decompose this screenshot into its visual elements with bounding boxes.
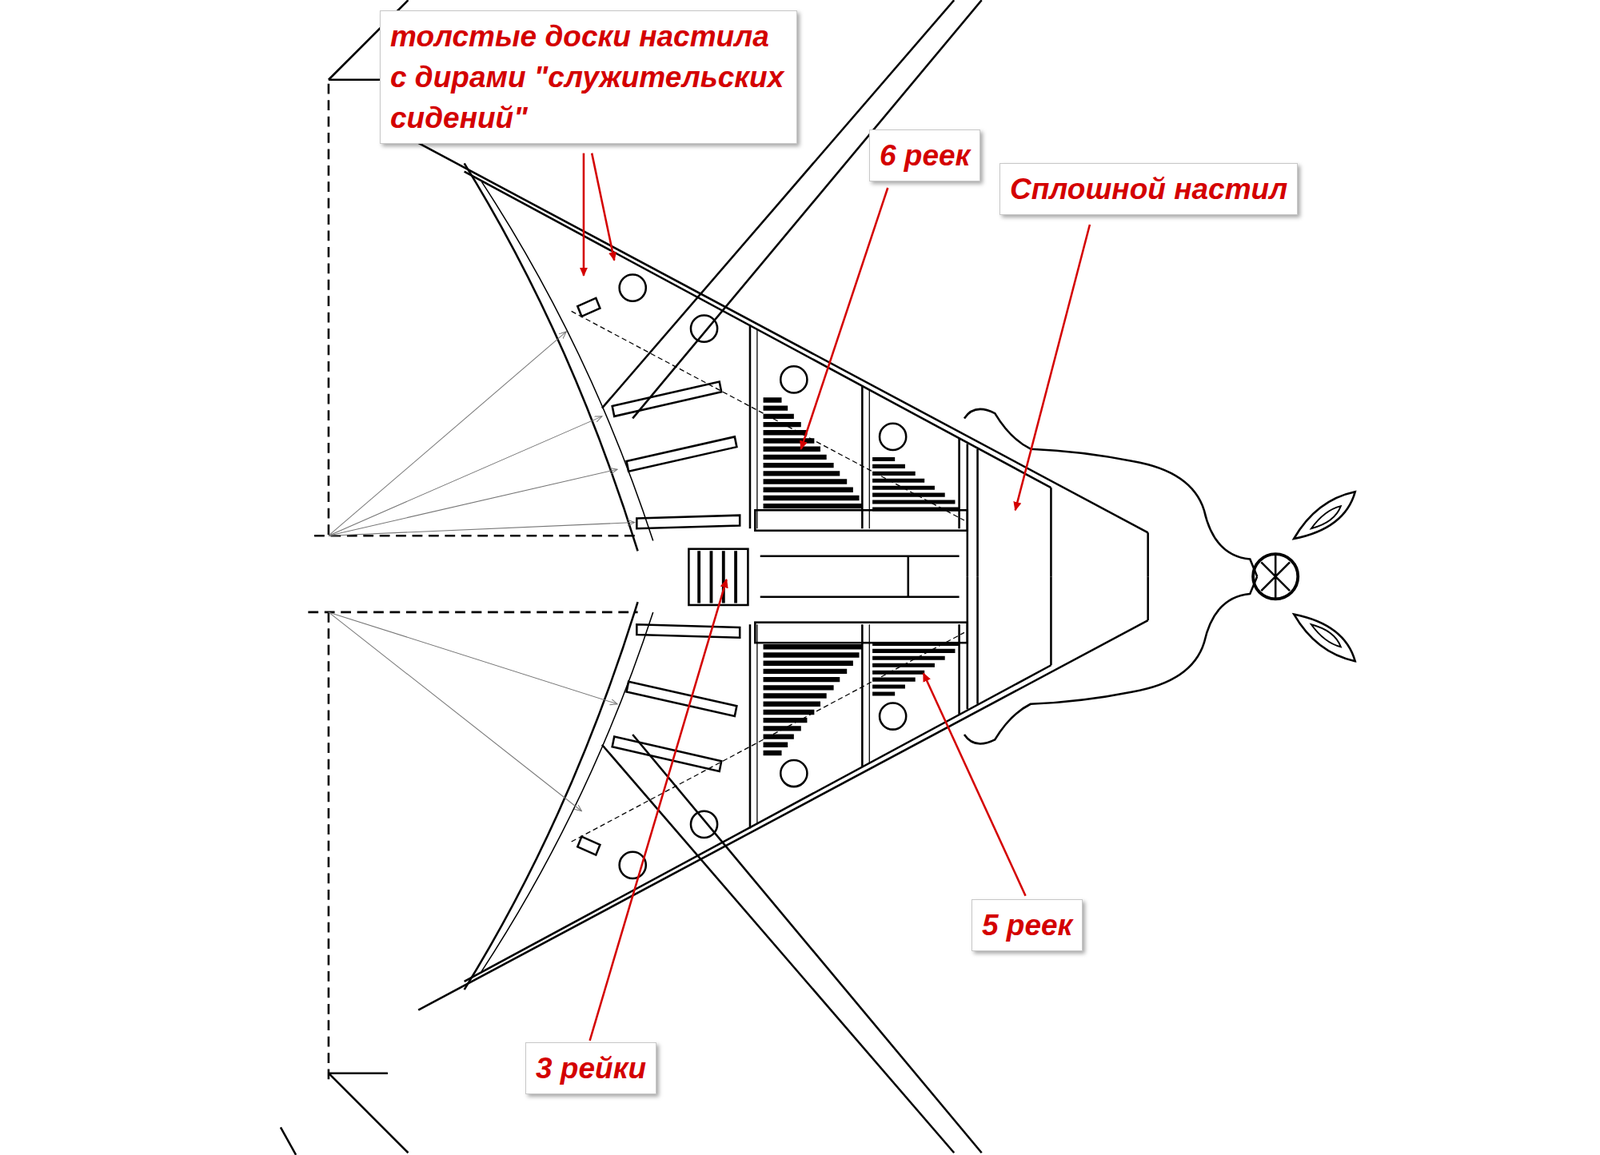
callout-box: 3 рейки [525, 1042, 657, 1095]
label-text: 5 реек [981, 905, 1073, 946]
callout-box: Сплошной настил [999, 163, 1298, 216]
callout-box: 5 реек [971, 899, 1083, 952]
note-box: толстые доски настила с дирами "служител… [379, 10, 798, 144]
label-text: толстые доски настила с дирами "служител… [390, 15, 787, 139]
label-text: Сплошной настил [1009, 168, 1288, 210]
label-text: 6 реек [879, 135, 970, 176]
callout-box: 6 реек [869, 129, 981, 182]
label-text: 3 рейки [535, 1048, 647, 1090]
